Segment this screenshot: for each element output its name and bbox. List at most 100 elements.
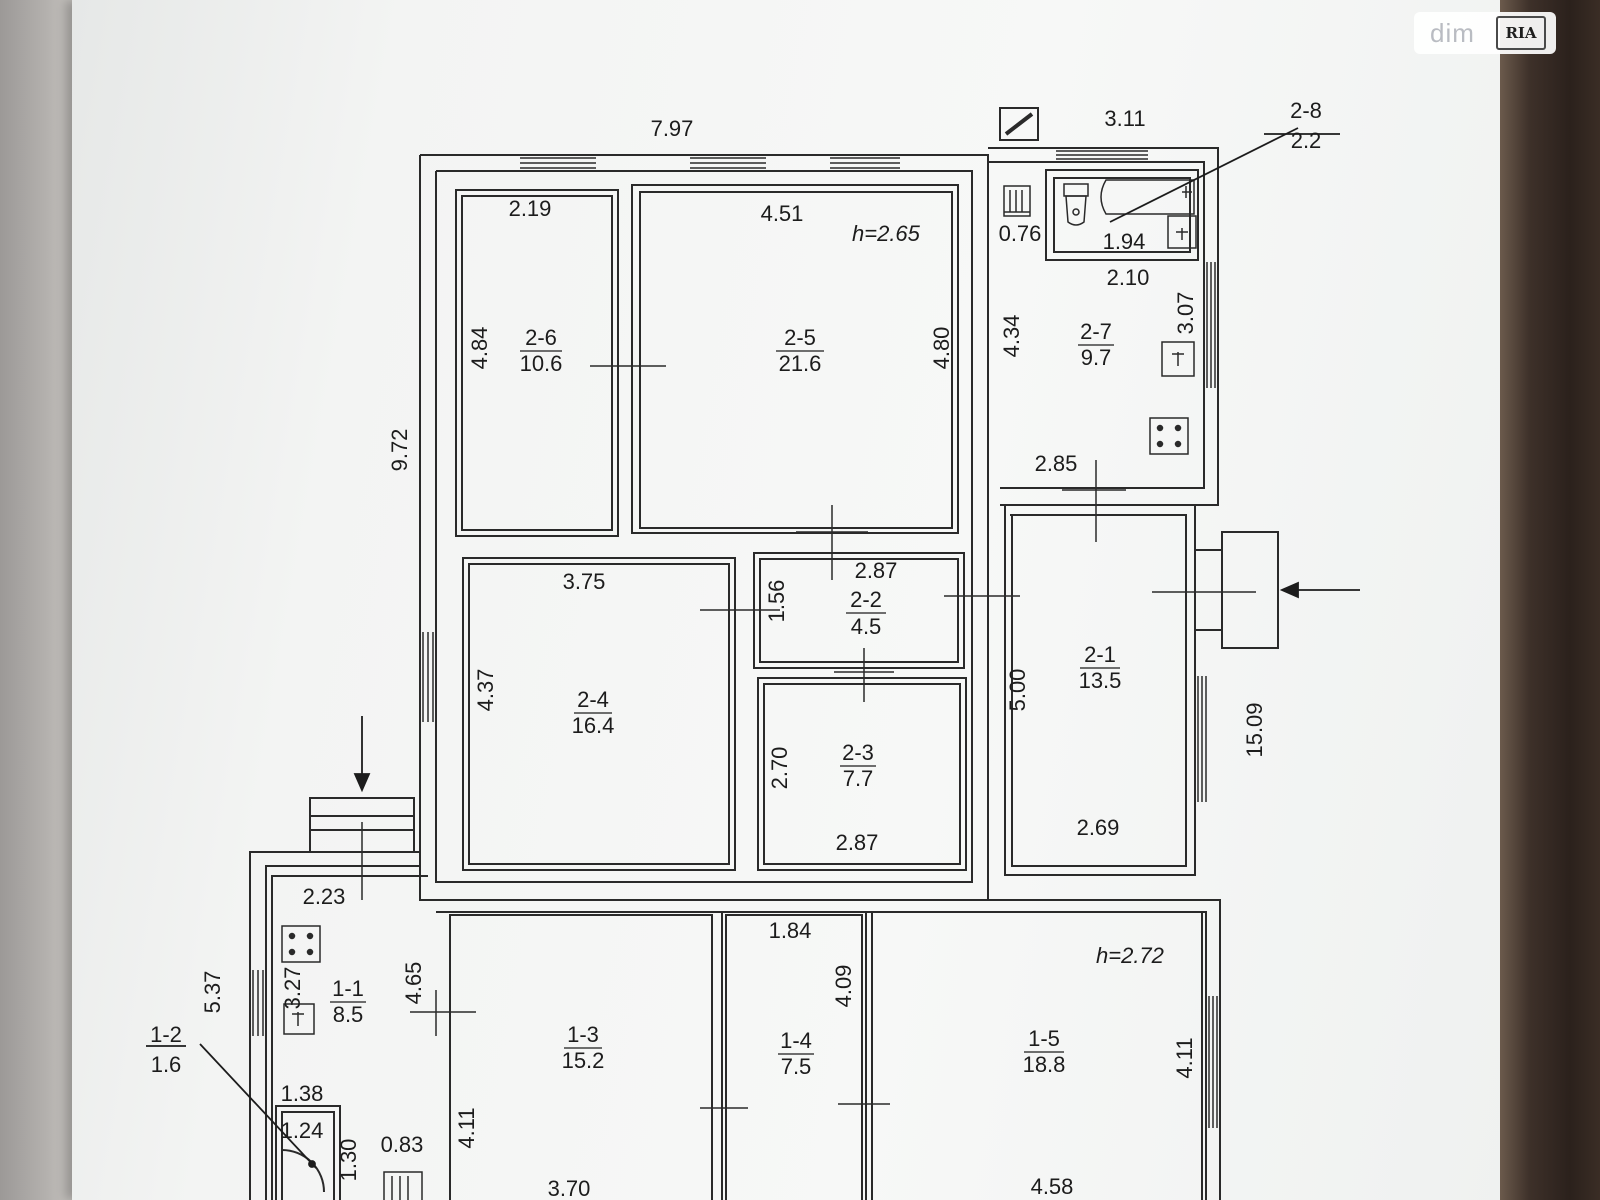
room-2-5-area: 21.6: [779, 351, 822, 376]
room-1-5-outline: [871, 911, 1203, 1200]
dim-2-85: 2.85: [1035, 451, 1078, 476]
room-1-3-area: 15.2: [562, 1048, 605, 1073]
room-2-1-id: 2-1: [1084, 642, 1116, 667]
room-1-4-area: 7.5: [781, 1054, 812, 1079]
room-1-5-area: 18.8: [1023, 1052, 1066, 1077]
dim-0-76: 0.76: [999, 221, 1042, 246]
room-2-5-inner: [639, 191, 953, 529]
dim-1-38: 1.38: [281, 1081, 324, 1106]
boiler-icon: [1161, 341, 1195, 377]
background-wall: [0, 0, 78, 1200]
inner-wall-upper: [435, 170, 973, 883]
inner-wall-lower: [436, 911, 1207, 1200]
door-2-2-2-1: [944, 562, 1020, 632]
room-2-6-inner: [461, 195, 613, 531]
wc-room-outline: [1045, 169, 1199, 261]
ceiling-height-lower: h=2.72: [1096, 943, 1164, 968]
room-1-2-outline: [275, 1105, 341, 1200]
room-2-2-area: 4.5: [851, 614, 882, 639]
bathroom-inner-wall: [988, 161, 1205, 489]
room-2-5-outline: [631, 184, 959, 534]
window-left-1-1: [252, 970, 264, 1036]
dim-2-87-top: 2.87: [855, 558, 898, 583]
window-right-1-5: [1208, 996, 1218, 1128]
boiler-icon-lower: [283, 1003, 315, 1035]
annotation-lines: [146, 127, 1360, 1169]
room-2-4-outline: [462, 557, 736, 871]
window-top-3: [830, 157, 900, 169]
dim-2-23: 2.23: [303, 884, 346, 909]
room-2-5-id: 2-5: [784, 325, 816, 350]
room-1-1-id: 1-1: [332, 976, 364, 1001]
windows: [252, 150, 1218, 1128]
window-left-2-4: [422, 632, 434, 722]
dim-4-11-left: 4.11: [454, 1107, 479, 1148]
room-2-8-area: 2.2: [1291, 128, 1322, 153]
watermark-logo: RIA: [1496, 16, 1546, 50]
sink-icon: [1167, 215, 1197, 249]
room-2-7-id: 2-7: [1080, 319, 1112, 344]
stove-icon-lower: [281, 925, 321, 963]
dim-3-70: 3.70: [548, 1176, 591, 1200]
entrance-arrowhead-right: [1279, 581, 1299, 599]
dim-3-27: 3.27: [280, 967, 305, 1010]
leader-2-8: [1109, 127, 1299, 223]
window-top-2: [690, 157, 766, 169]
room-1-5-id: 1-5: [1028, 1026, 1060, 1051]
bathtub-icon: [1100, 179, 1195, 215]
room-1-2-area: 1.6: [151, 1052, 182, 1077]
door-2-6-2-5: [590, 330, 666, 410]
dim-9-72: 9.72: [387, 429, 412, 472]
outer-wall-lower: [420, 899, 1221, 1200]
leader-dot-1-2: [308, 1160, 316, 1168]
room-2-1-outline: [1000, 504, 1196, 876]
door-swing-arc: [281, 1149, 325, 1193]
dim-2-87-bottom: 2.87: [836, 830, 879, 855]
window-right-2-1: [1197, 676, 1207, 802]
ceiling-height-upper: h=2.65: [852, 221, 921, 246]
room-2-3-outline: [757, 677, 967, 871]
room-label-bars: [330, 344, 1120, 1055]
dim-2-70: 2.70: [767, 747, 792, 790]
dimension-labels: 7.97 3.11 2.19 4.51 0.76 1.94 2.10 2.85 …: [281, 106, 1150, 1200]
dim-15-09: 15.09: [1242, 702, 1267, 757]
wall-lines: [249, 107, 1279, 1200]
window-top-bath: [1056, 150, 1148, 160]
dim-1-56: 1.56: [764, 580, 789, 623]
room-2-3-inner: [763, 683, 961, 865]
watermark-badge: dim RIA: [1414, 12, 1556, 54]
dim-2-69: 2.69: [1077, 815, 1120, 840]
toilet-icon: [1063, 183, 1089, 226]
dim-4-34: 4.34: [999, 315, 1024, 358]
wc-room-inner: [1053, 177, 1191, 253]
door-marks: [361, 330, 1256, 1140]
dim-5-00: 5.00: [1005, 669, 1030, 712]
dim-4-80: 4.80: [929, 327, 954, 370]
room-1-2-inner: [281, 1111, 335, 1200]
door-2-4-2-2: [700, 580, 780, 640]
porch-right: [1221, 531, 1279, 649]
chimney-mark: [1004, 112, 1034, 136]
heater-icon-lower: [383, 1171, 423, 1200]
room-labels: 2-6 10.6 2-5 21.6 2-7 9.7 2-8 2.2 2-2 4.…: [150, 98, 1322, 1079]
room-1-1-area: 8.5: [333, 1002, 364, 1027]
room-1-3-outline: [449, 914, 713, 1200]
door-2-1-porch: [1152, 566, 1256, 618]
dim-4-09: 4.09: [831, 965, 856, 1008]
dim-1-94: 1.94: [1103, 229, 1146, 254]
fixtures: [281, 179, 1197, 1200]
wing-inner-line: [271, 875, 428, 1200]
dim-4-65: 4.65: [401, 962, 426, 1005]
room-1-4-id: 1-4: [780, 1028, 812, 1053]
door-1-3-1-4: [700, 1080, 748, 1140]
watermark-text: dim: [1430, 17, 1475, 48]
room-2-4-id: 2-4: [577, 687, 609, 712]
dim-1-84: 1.84: [769, 918, 812, 943]
stove-icon: [1149, 417, 1189, 455]
floor-plan-sheet: [72, 0, 1512, 1200]
chimney-box: [999, 107, 1039, 141]
dim-2-19: 2.19: [509, 196, 552, 221]
dim-0-83: 0.83: [381, 1132, 424, 1157]
room-2-4-inner: [468, 563, 730, 865]
